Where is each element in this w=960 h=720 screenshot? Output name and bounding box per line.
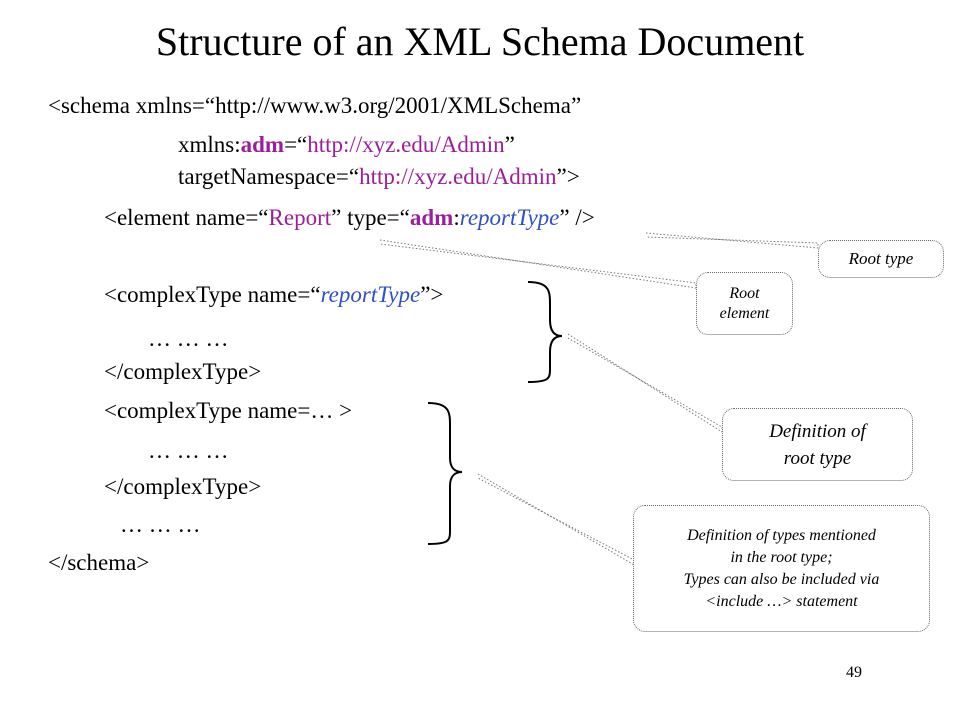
brace-shape [527, 281, 563, 383]
code-text: xmlns: [178, 132, 241, 157]
leader-line [567, 333, 723, 433]
code-text: targetNamespace=“ [178, 164, 360, 189]
code-text: ” /> [559, 205, 595, 230]
code-line-ellipsis: … … … [120, 512, 201, 537]
code-line-complextype-close: </complexType> [104, 359, 262, 384]
callout-text: element [719, 304, 770, 322]
slide-title: Structure of an XML Schema Document [155, 19, 805, 64]
code-line-target-namespace: targetNamespace=“http://xyz.edu/Admin”> [178, 163, 580, 191]
code-line-xmlns-adm: xmlns:adm=“http://xyz.edu/Admin” [178, 131, 515, 159]
callout-text: Types can also be included via [683, 570, 880, 588]
code-line-element: <element name=“Report” type=“adm:reportT… [104, 204, 595, 232]
page-number: 49 [846, 664, 862, 681]
callout-root-element: Root element [696, 272, 793, 335]
namespace-url: http://xyz.edu/Admin [307, 132, 505, 157]
code-text: =“ [284, 132, 308, 157]
code-line-schema-close: </schema> [48, 550, 150, 575]
callout-text: in the root type; [730, 548, 833, 566]
code-text: <schema xmlns=“ [48, 93, 216, 118]
code-line-ellipsis: … … … [148, 438, 229, 463]
type-name: reportType [459, 205, 560, 230]
callout-text: Root type [848, 249, 914, 268]
callout-definition-root-type: Definition of root type [722, 408, 913, 481]
code-text: ” [504, 132, 515, 157]
code-text: http://www.w3.org/2001/XMLSchema [215, 93, 571, 118]
code-line-complextype-open-2: <complexType name=… > [104, 398, 353, 423]
leader-line [477, 473, 637, 567]
code-text: <element name=“ [104, 205, 269, 230]
callout-text: Definition of types mentioned [687, 526, 876, 544]
code-line-complextype-open: <complexType name=“reportType”> [104, 281, 443, 309]
brace-shape [427, 402, 463, 545]
namespace-prefix: adm [240, 132, 285, 157]
namespace-url: http://xyz.edu/Admin [359, 164, 557, 189]
code-text: ” type=“ [331, 205, 410, 230]
callout-text: <include …> statement [705, 592, 858, 610]
code-text: : [453, 205, 460, 230]
code-line-complextype-close-2: </complexType> [104, 474, 262, 499]
callout-text: Definition of [769, 420, 866, 442]
callout-root-type: Root type [818, 240, 944, 278]
callout-definition-types: Definition of types mentioned in the roo… [633, 505, 930, 632]
code-text: ”> [420, 282, 444, 307]
callout-text: root type [783, 447, 852, 469]
leader-line [379, 239, 697, 289]
code-text: ” [570, 93, 582, 118]
code-text: <complexType name=“ [104, 282, 321, 307]
code-line-schema-open: <schema xmlns=“http://www.w3.org/2001/XM… [48, 92, 581, 120]
element-name: Report [268, 205, 332, 230]
leader-line [645, 232, 819, 249]
type-name: reportType [320, 282, 421, 307]
code-line-ellipsis: … … … [148, 326, 229, 351]
callout-text: Root [729, 284, 760, 302]
namespace-prefix: adm [409, 205, 454, 230]
code-text: ”> [556, 164, 580, 189]
